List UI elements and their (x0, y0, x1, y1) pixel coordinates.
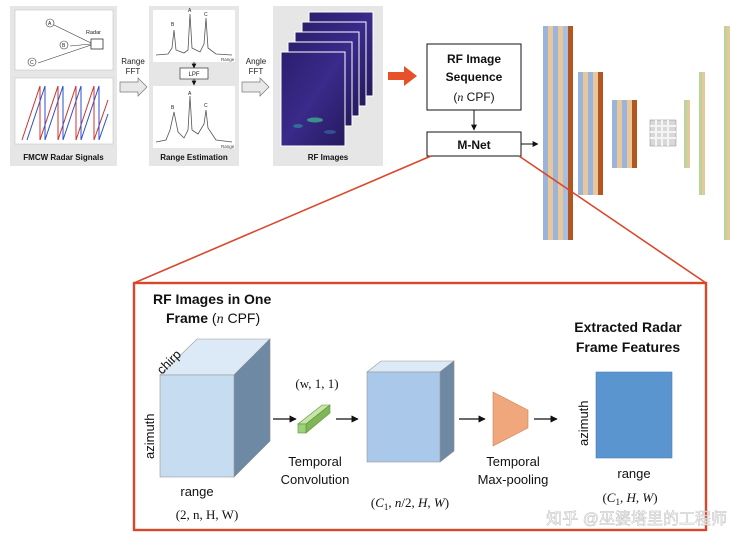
pool-trapezoid (492, 391, 529, 447)
point-c: C (30, 60, 34, 66)
range-fft-label-1: Range (121, 57, 145, 66)
out-azimuth-label: azimuth (576, 400, 591, 446)
out-title-2: Frame Features (576, 339, 680, 355)
angle-fft-label-1: Angle (246, 57, 267, 66)
rf-sequence-line3: (n CPF) (453, 90, 494, 104)
orange-arrow (388, 66, 417, 86)
rf-sequence-box: RF Image Sequence (n CPF) (426, 43, 522, 111)
latent-block (649, 119, 677, 147)
out-shape: (C1, H, W) (602, 490, 657, 507)
layer-block-2 (578, 72, 603, 195)
lpf-label: LPF (188, 72, 199, 78)
network-layers (543, 26, 730, 240)
mid-cube (366, 360, 455, 463)
rf-sequence-line1: RF Image (447, 52, 501, 66)
rf-images-label: RF Images (308, 153, 349, 162)
input-shape: (2, n, H, W) (176, 507, 239, 522)
out-title-1: Extracted Radar (574, 319, 682, 335)
range-fft-step: Range FFT (119, 57, 148, 97)
mnet-box: M-Net (426, 131, 522, 157)
layer-block-6 (724, 26, 730, 240)
peak-c-bottom: C (204, 103, 208, 109)
rf-image-stack (280, 11, 374, 147)
fmcw-panel: Radar A B C FMCW Radar Signals (10, 6, 117, 166)
layer-block-4 (684, 100, 690, 168)
mid-shape: (C1, n/2, H, W) (371, 495, 449, 512)
range-panel: B A C Range LPF B A C Range Range Estima… (149, 6, 239, 166)
conv-kernel (297, 404, 331, 434)
radar-icon (90, 38, 104, 50)
radar-label: Radar (86, 30, 101, 36)
range-axis-label-top: Range (221, 57, 235, 62)
layer-block-1 (543, 26, 573, 240)
angle-fft-arrow (241, 77, 270, 97)
temporal-conv-label-2: Convolution (281, 472, 350, 487)
angle-fft-label-2: FFT (249, 67, 264, 76)
temporal-pool-label-2: Max-pooling (478, 472, 549, 487)
rf-images-panel: RF Images (273, 6, 383, 166)
layer-block-3 (612, 100, 637, 168)
zoom-line-right (518, 155, 707, 284)
azimuth-label: azimuth (142, 413, 157, 459)
temporal-pool-label-1: Temporal (486, 454, 540, 469)
mnet-label: M-Net (457, 138, 490, 152)
layer-block-5 (699, 72, 705, 195)
range-axis-label-bottom: Range (221, 144, 235, 149)
point-a: A (48, 21, 52, 27)
angle-fft-step: Angle FFT (241, 57, 270, 97)
detail-title-line1: RF Images in One (153, 291, 271, 307)
zoom-line-left (133, 155, 432, 284)
peak-b-bottom: B (171, 105, 175, 111)
watermark: 知乎 @巫婆塔里的工程师 (546, 510, 727, 528)
range-estimation-label: Range Estimation (160, 153, 228, 162)
temporal-conv-label-1: Temporal (288, 454, 342, 469)
rf-sequence-line2: Sequence (446, 70, 503, 84)
point-b: B (62, 43, 66, 49)
detail-frame: RF Images in One Frame (n CPF) chirp azi… (132, 281, 708, 532)
out-range-label: range (617, 466, 650, 481)
peak-b-top: B (171, 22, 175, 28)
range-fft-label-2: FFT (126, 67, 141, 76)
range-fft-arrow (119, 77, 148, 97)
detail-title-line2: Frame (n CPF) (166, 310, 260, 327)
peak-a-bottom: A (188, 91, 192, 97)
feature-map (595, 371, 673, 459)
input-cube (159, 338, 271, 478)
fmcw-label: FMCW Radar Signals (23, 153, 104, 162)
kernel-shape: (w, 1, 1) (295, 376, 338, 391)
peak-c-top: C (204, 12, 208, 18)
range-label: range (180, 484, 213, 499)
peak-a-top: A (188, 8, 192, 14)
